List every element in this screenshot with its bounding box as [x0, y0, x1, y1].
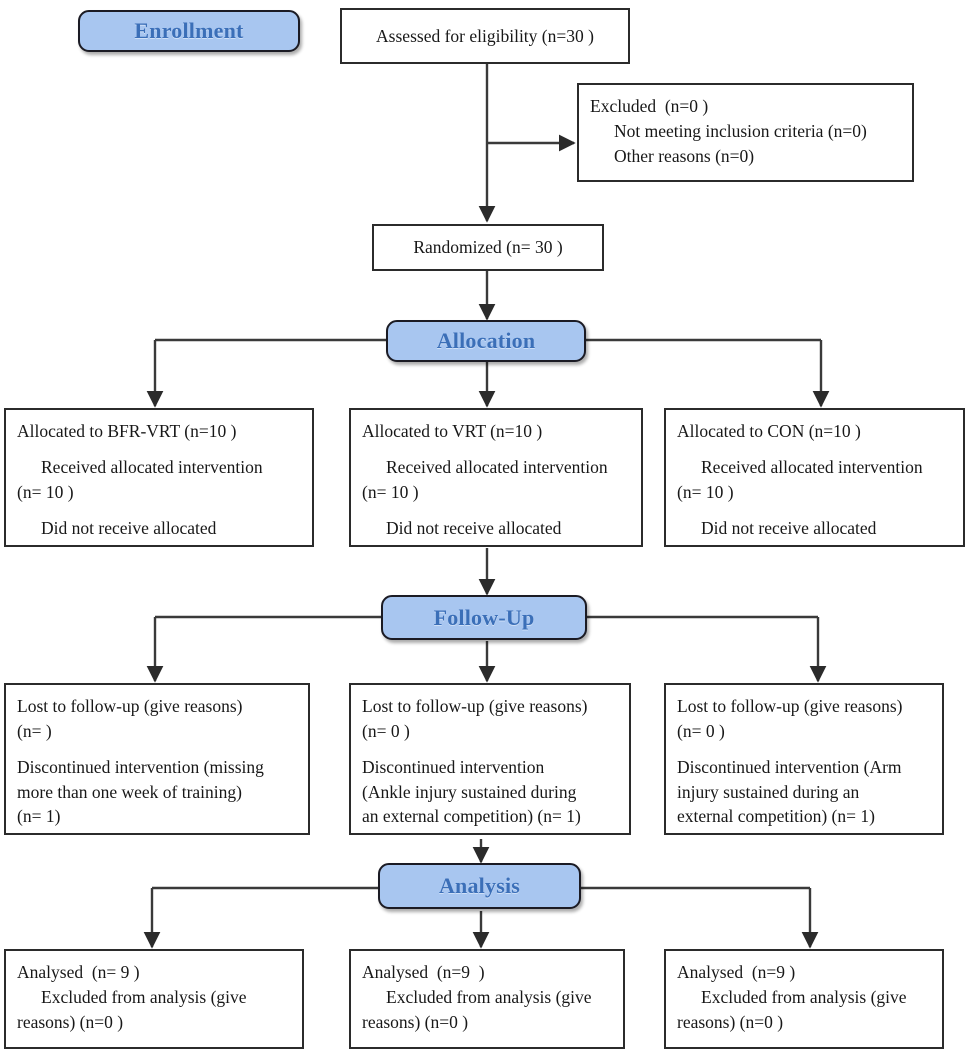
box-analysis-vrt: Analysed (n=9 ) Excluded from analysis (…: [349, 949, 625, 1049]
spacer: [17, 444, 301, 455]
analysis-arm2-line-3: reasons) (n=0 ): [362, 1011, 469, 1032]
spacer: [362, 505, 630, 516]
allocation-arm3-line-4: Did not receive allocated: [701, 517, 877, 538]
analysis-arm3-line-1: Analysed (n=9 ): [677, 962, 796, 982]
box-allocation-vrt: Allocated to VRT (n=10 ) Received alloca…: [349, 408, 643, 547]
box-followup-vrt: Lost to follow-up (give reasons) (n= 0 )…: [349, 683, 631, 835]
followup-arm3-line-1: Lost to follow-up (give reasons): [677, 696, 903, 716]
followup-arm3-line-5: external competition) (n= 1): [677, 806, 875, 827]
analysis-arm1-line-2: Excluded from analysis (give: [41, 986, 247, 1007]
assessed-label: Assessed for eligibility (n=30 ): [376, 25, 594, 46]
banner-followup-label: Follow-Up: [433, 604, 535, 630]
followup-arm2-line-1: Lost to follow-up (give reasons): [362, 696, 588, 716]
spacer: [17, 505, 301, 516]
box-randomized: Randomized (n= 30 ): [372, 224, 604, 271]
analysis-arm1-line-1: Analysed (n= 9 ): [17, 962, 140, 982]
allocation-arm1-line-1: Allocated to BFR-VRT (n=10 ): [17, 421, 237, 441]
banner-analysis-label: Analysis: [438, 873, 521, 898]
allocation-arm3-line-3: (n= 10 ): [677, 481, 734, 502]
excluded-line-1: Excluded (n=0 ): [590, 96, 709, 116]
excluded-line-3: Other reasons (n=0): [614, 145, 755, 166]
followup-arm3-line-4: injury sustained during an: [677, 781, 860, 802]
analysis-arm2-line-1: Analysed (n=9 ): [362, 962, 485, 982]
spacer: [362, 444, 630, 455]
banner-allocation: Allocation: [386, 320, 586, 362]
spacer: [677, 505, 952, 516]
followup-arm1-line-5: (n= 1): [17, 806, 61, 827]
box-assessed-for-eligibility: Assessed for eligibility (n=30 ): [340, 8, 630, 64]
analysis-arm3-line-2: Excluded from analysis (give: [701, 986, 907, 1007]
banner-analysis: Analysis: [378, 863, 581, 909]
allocation-arm2-line-4: Did not receive allocated: [386, 517, 562, 538]
followup-arm2-line-2: (n= 0 ): [362, 720, 410, 741]
followup-arm2-line-4: (Ankle injury sustained during: [362, 781, 577, 802]
box-followup-bfr-vrt: Lost to follow-up (give reasons) (n= ) D…: [4, 683, 310, 835]
allocation-arm1-line-2: Received allocated intervention: [41, 456, 263, 477]
banner-enrollment-label: Enrollment: [134, 18, 244, 43]
followup-arm3-line-3: Discontinued intervention (Arm: [677, 756, 902, 777]
followup-arm1-line-4: more than one week of training): [17, 781, 242, 802]
followup-arm1-line-2: (n= ): [17, 720, 52, 741]
allocation-arm2-line-1: Allocated to VRT (n=10 ): [362, 421, 543, 441]
analysis-arm1-line-3: reasons) (n=0 ): [17, 1011, 124, 1032]
box-analysis-bfr-vrt: Analysed (n= 9 ) Excluded from analysis …: [4, 949, 304, 1049]
followup-arm2-line-5: an external competition) (n= 1): [362, 806, 581, 827]
spacer: [677, 744, 931, 755]
followup-arm1-line-3: Discontinued intervention (missing: [17, 756, 264, 777]
followup-arm1-line-1: Lost to follow-up (give reasons): [17, 696, 243, 716]
box-allocation-con: Allocated to CON (n=10 ) Received alloca…: [664, 408, 965, 547]
spacer: [677, 444, 952, 455]
analysis-arm3-line-3: reasons) (n=0 ): [677, 1011, 784, 1032]
spacer: [17, 744, 297, 755]
banner-allocation-label: Allocation: [436, 328, 536, 353]
allocation-arm3-line-1: Allocated to CON (n=10 ): [677, 421, 861, 441]
allocation-arm1-line-3: (n= 10 ): [17, 481, 74, 502]
excluded-line-2: Not meeting inclusion criteria (n=0): [614, 120, 867, 141]
followup-arm3-line-2: (n= 0 ): [677, 720, 725, 741]
box-followup-con: Lost to follow-up (give reasons) (n= 0 )…: [664, 683, 944, 835]
allocation-arm3-line-2: Received allocated intervention: [701, 456, 923, 477]
allocation-arm2-line-3: (n= 10 ): [362, 481, 419, 502]
allocation-arm2-line-2: Received allocated intervention: [386, 456, 608, 477]
banner-enrollment: Enrollment: [78, 10, 300, 52]
spacer: [362, 744, 618, 755]
randomized-label: Randomized (n= 30 ): [413, 237, 563, 258]
analysis-arm2-line-2: Excluded from analysis (give: [386, 986, 592, 1007]
box-allocation-bfr-vrt: Allocated to BFR-VRT (n=10 ) Received al…: [4, 408, 314, 547]
allocation-arm1-line-4: Did not receive allocated: [41, 517, 217, 538]
banner-followup: Follow-Up: [381, 595, 587, 640]
box-excluded: Excluded (n=0 ) Not meeting inclusion cr…: [577, 83, 914, 182]
followup-arm2-line-3: Discontinued intervention: [362, 756, 545, 777]
box-analysis-con: Analysed (n=9 ) Excluded from analysis (…: [664, 949, 944, 1049]
